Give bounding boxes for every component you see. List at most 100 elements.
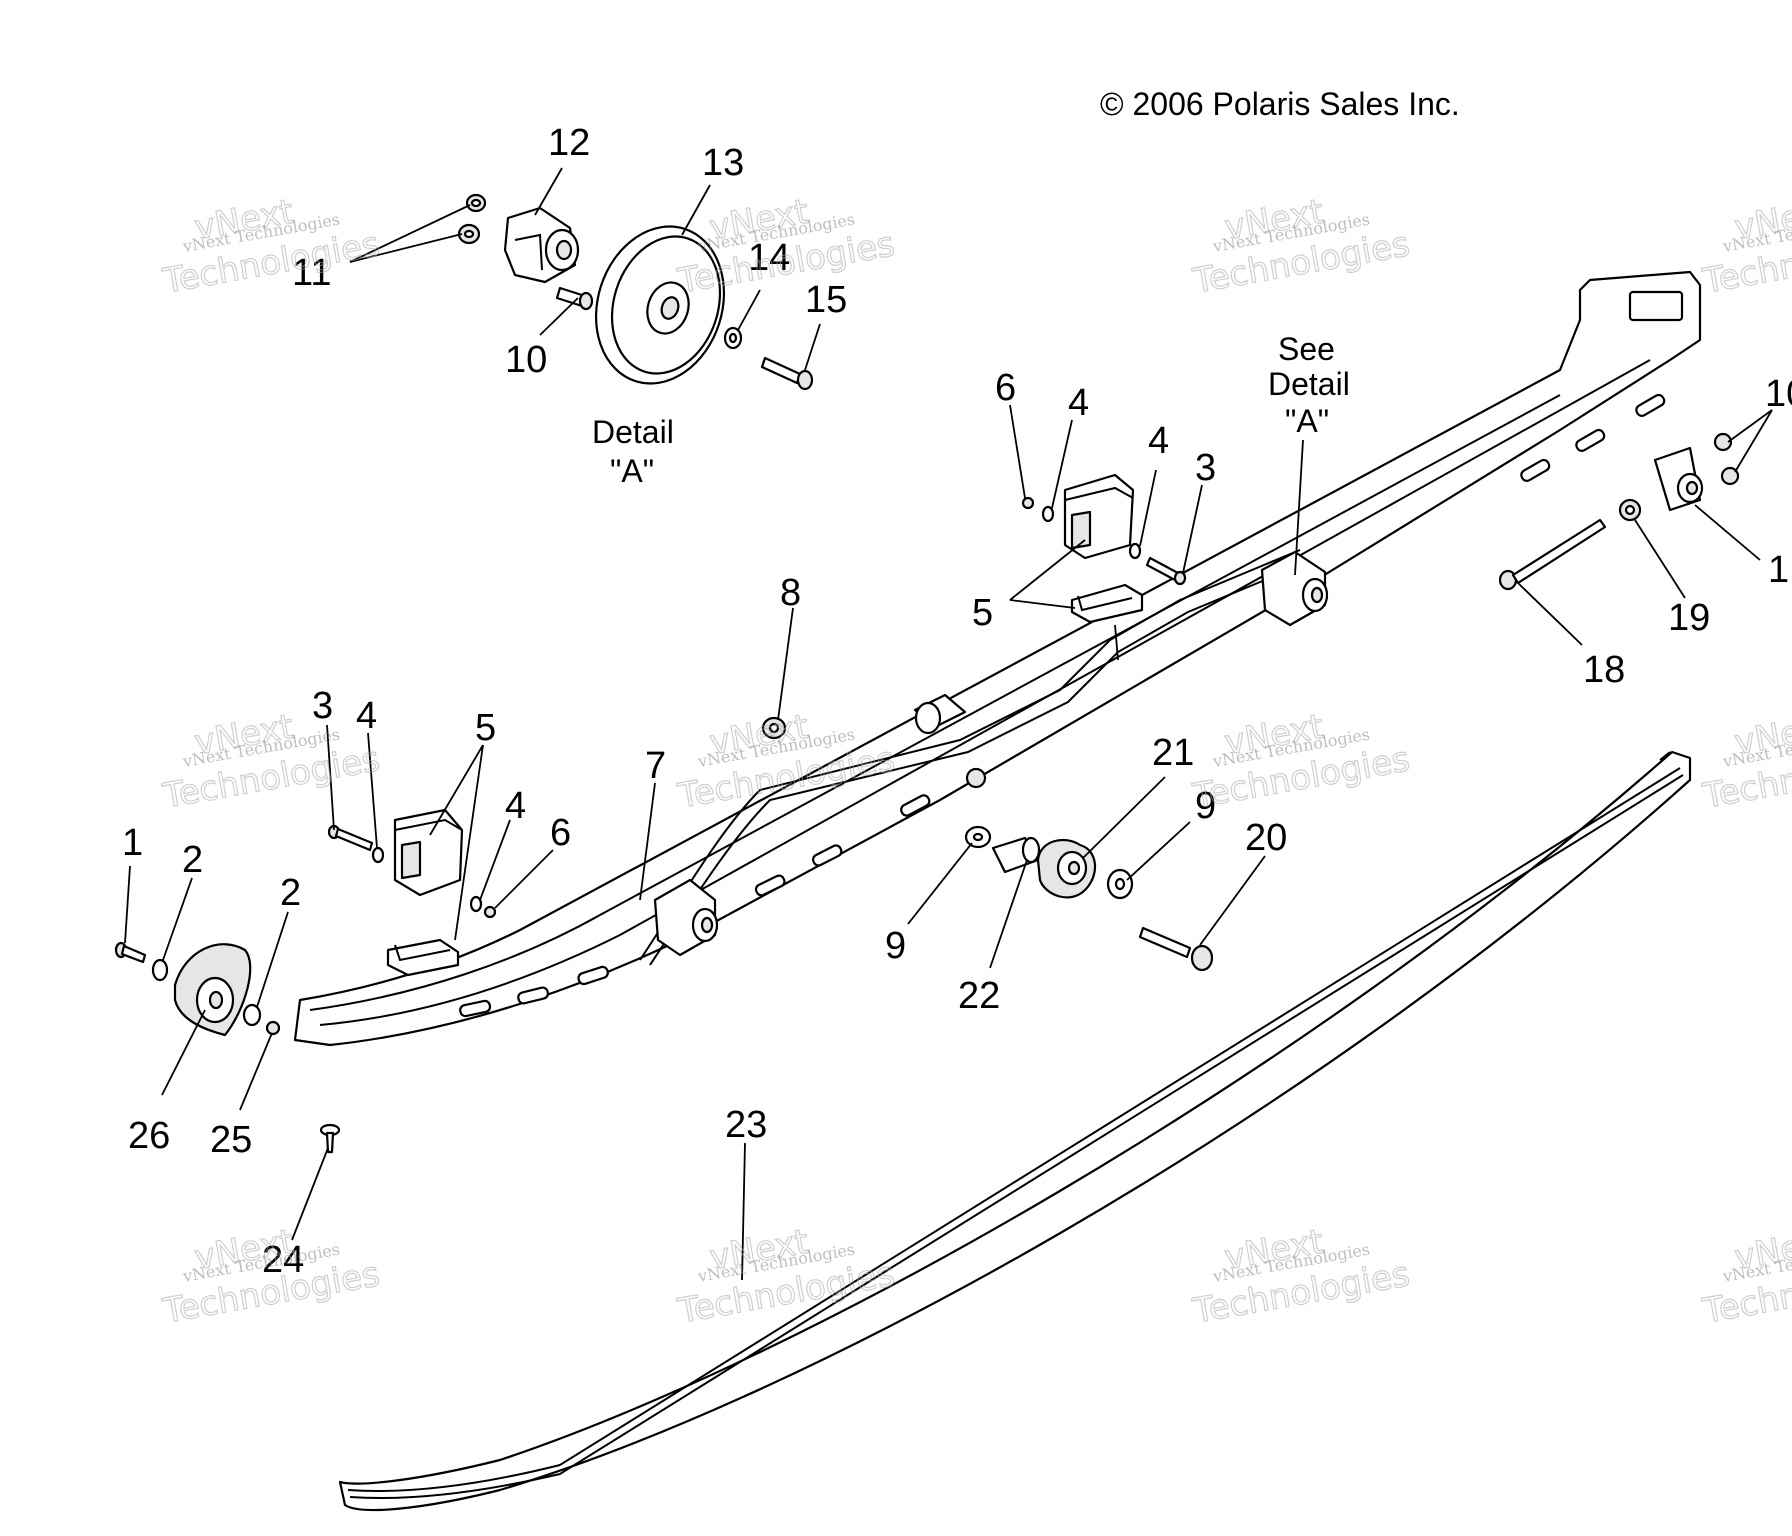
washer-4-right-b (1128, 542, 1142, 560)
callout-2-front: 2 (182, 839, 203, 881)
wheel-21 (1036, 838, 1097, 899)
callout-10-detail: 10 (505, 339, 547, 381)
center-wheel-parts (964, 825, 1214, 972)
watermark: vNext vNext Technologies Technologies (159, 1221, 383, 1332)
callout-3-left: 3 (312, 685, 333, 727)
callout-11: 11 (292, 252, 331, 294)
front-end-parts (114, 941, 341, 1154)
nut-6-right (1021, 496, 1035, 510)
bolt-20 (1138, 926, 1214, 972)
nut-8 (761, 716, 787, 740)
axle-bracket-12 (503, 206, 580, 284)
callout-19: 19 (1668, 597, 1710, 639)
wear-block-5-right-upper (1063, 473, 1135, 560)
callout-5-right: 5 (972, 592, 993, 634)
callout-21: 21 (1152, 732, 1194, 774)
bolt-10 (555, 286, 594, 311)
bolt-1 (114, 941, 147, 964)
wear-block-5-left-lower (386, 938, 460, 977)
callout-26: 26 (128, 1115, 170, 1157)
callout-4-left-b: 4 (505, 785, 526, 827)
nut-10-upper (1713, 432, 1733, 452)
nut-10-lower (1720, 466, 1740, 486)
washer-2-rear (242, 1003, 262, 1027)
callout-22: 22 (958, 975, 1000, 1017)
wear-block-5-left-upper (393, 808, 464, 897)
watermark: vNext vNext Technologies Technologies (159, 191, 383, 302)
idler-wheel-13 (594, 225, 726, 385)
callout-8: 8 (780, 572, 801, 614)
bolt-18 (1498, 518, 1607, 591)
callout-10-rear: 10 (1765, 373, 1792, 415)
bolt-15 (760, 356, 814, 391)
wear-block-group-right (1021, 473, 1187, 624)
nut-25 (265, 1020, 281, 1036)
washer-4-left-a (371, 846, 385, 864)
callout-14: 14 (748, 237, 790, 279)
callout-4-left-a: 4 (356, 695, 377, 737)
bolt-3-left (327, 824, 374, 852)
watermark: vNext vNext Technologies Technologies (1189, 1221, 1413, 1332)
callout-6-right: 6 (995, 367, 1016, 409)
watermark: vNext vNext Technologies Technologies (1699, 706, 1792, 817)
see-detail-line1: See (1278, 331, 1335, 367)
nut-6-left (483, 905, 497, 919)
washer-4-right-a (1041, 505, 1055, 523)
washer-2-front (151, 958, 169, 982)
callout-20: 20 (1245, 817, 1287, 859)
callout-13: 13 (702, 142, 744, 184)
watermark: vNext vNext Technologies Technologies (674, 1221, 898, 1332)
pivot-block-rear (1260, 550, 1329, 627)
callout-17: 1 (1768, 549, 1789, 591)
callout-4-right-a: 4 (1068, 382, 1089, 424)
see-detail-line2: Detail (1268, 366, 1350, 402)
callout-15: 15 (805, 279, 847, 321)
bracket-17 (1653, 446, 1704, 512)
rail-end-window (1628, 290, 1684, 322)
callout-9-right: 9 (1195, 785, 1216, 827)
hyfax-wear-strip-23 (338, 750, 1692, 1512)
watermark: vNext vNext Technologies Technologies (1189, 706, 1413, 817)
bolt-3-right (1145, 556, 1187, 586)
washer-4-left-b (469, 895, 483, 913)
callout-18: 18 (1583, 649, 1625, 691)
copyright-text: © 2006 Polaris Sales Inc. (1100, 86, 1460, 122)
detail-a-caption-line1: Detail (592, 414, 674, 450)
callout-3-right: 3 (1195, 447, 1216, 489)
callout-4-right-b: 4 (1148, 420, 1169, 462)
wear-block-group-left (327, 808, 497, 977)
spacer-22 (991, 836, 1041, 874)
watermark: vNext vNext Technologies Technologies (1699, 191, 1792, 302)
see-detail-line3: "A" (1285, 403, 1329, 439)
washer-14 (723, 326, 743, 350)
leader-lines (124, 167, 1773, 1281)
callout-9-left: 9 (885, 925, 906, 967)
pivot-block-front (653, 878, 719, 957)
callout-24: 24 (262, 1239, 304, 1281)
callout-25: 25 (210, 1119, 252, 1161)
watermark: vNext vNext Technologies Technologies (674, 191, 898, 302)
rail-slots (459, 393, 1666, 1018)
nut-11-lower (457, 223, 481, 245)
watermark: vNext vNext Technologies Technologies (1189, 191, 1413, 302)
watermark: vNext vNext Technologies Technologies (1699, 1221, 1792, 1332)
callout-12: 12 (548, 122, 590, 164)
detail-a-assembly (457, 193, 814, 391)
callout-5-left: 5 (475, 707, 496, 749)
callout-23: 23 (725, 1104, 767, 1146)
rail-nut (965, 767, 987, 789)
callout-2-rear: 2 (280, 872, 301, 914)
callout-6-left: 6 (550, 812, 571, 854)
rear-parts (1498, 432, 1740, 591)
nut-19 (1618, 498, 1642, 522)
rail-end-cap-26 (173, 943, 252, 1037)
nut-11-upper (465, 193, 487, 213)
wear-block-5-right-lower (1070, 583, 1144, 624)
rivet-24 (319, 1123, 341, 1154)
watermark: vNext vNext Technologies Technologies (159, 706, 383, 817)
callout-7: 7 (645, 745, 666, 787)
shaft-stub (913, 693, 967, 735)
callout-1: 1 (122, 822, 143, 864)
callout-labels: 11 12 13 14 15 10 Detail "A" 6 4 4 3 5 S… (122, 122, 1792, 1281)
